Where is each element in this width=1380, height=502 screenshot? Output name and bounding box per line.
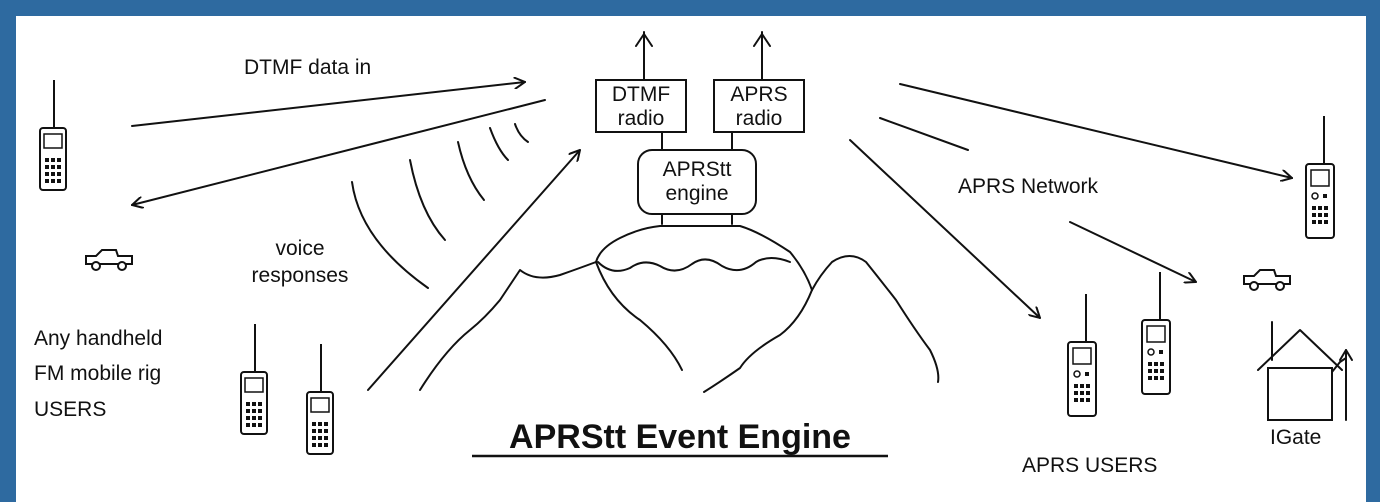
engine-label-2: engine [665,182,728,205]
network-arrow-top [899,83,1292,178]
aprs-radio-label-1: APRS [730,83,787,106]
right-mobile-car-icon [1243,269,1291,291]
aprs-user-radio-icon-1 [1067,293,1097,417]
user-handheld-icon-2 [306,343,334,455]
mobile-arrow [1069,221,1196,282]
voice-label-2: responses [252,264,349,287]
dtmf-radio-label-1: DTMF [612,83,670,106]
aprs-network-label: APRS Network [958,175,1099,198]
left-users-label-3: USERS [34,398,106,421]
aprstt-engine-box [637,149,757,215]
network-line [879,117,969,151]
igate-house-icon [1257,321,1353,421]
aprs-users-label: APRS USERS [1022,454,1157,477]
igate-label: IGate [1270,426,1321,449]
dtmf-in-arrow-2 [367,150,580,391]
user-handheld-icon-1 [240,323,268,435]
aprs-user-radio-icon-2 [1141,271,1171,395]
left-handheld-icon [39,79,67,191]
dtmf-radio-box [595,79,687,133]
dtmf-antenna-icon [635,31,653,81]
left-mobile-car-icon [85,249,133,271]
dtmf-data-in-label: DTMF data in [244,56,371,79]
aprs-antenna-icon [753,31,771,81]
users-arrow [849,139,1040,318]
engine-label-1: APRStt [663,158,732,181]
mountain-icon [419,225,940,393]
left-users-label-2: FM mobile rig [34,362,161,385]
right-aprs-radio-icon [1305,115,1335,239]
left-users-label-1: Any handheld [34,327,162,350]
diagram-title: APRStt Event Engine [509,418,851,456]
radio-waves-icon [351,123,529,289]
voice-label-1: voice [275,237,324,260]
aprs-radio-label-2: radio [736,107,783,130]
voice-response-arrow [132,99,546,205]
dtmf-in-arrow-1 [131,82,525,127]
aprs-radio-box [713,79,805,133]
dtmf-radio-label-2: radio [618,107,665,130]
